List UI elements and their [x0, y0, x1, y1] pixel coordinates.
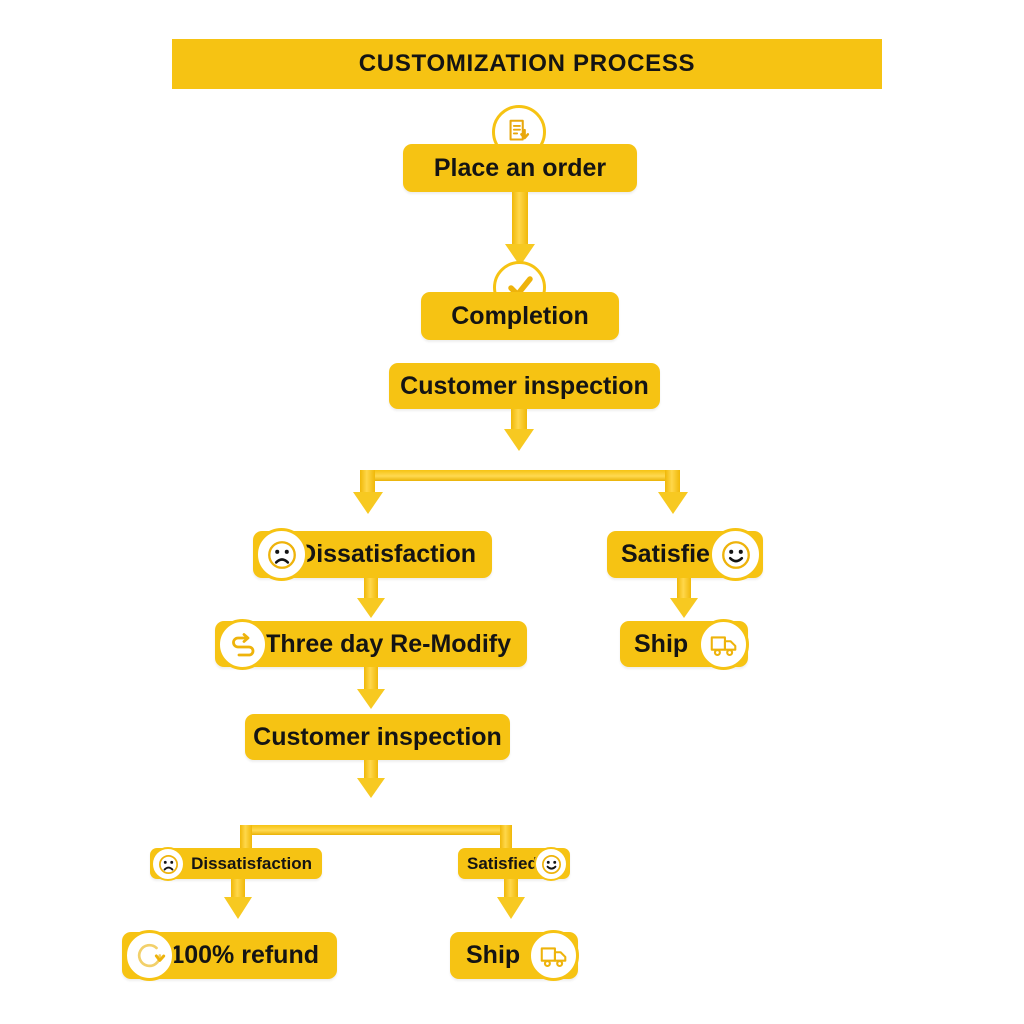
- node-customer-inspection-1[interactable]: Customer inspection: [389, 363, 660, 409]
- branch-bar-1: [360, 470, 680, 481]
- node-completion[interactable]: Completion: [421, 292, 619, 340]
- branch2-left-drop: [240, 825, 252, 854]
- node-label: Ship: [466, 941, 521, 969]
- node-label: Customer inspection: [400, 371, 649, 400]
- node-label: 100% refund: [170, 941, 319, 969]
- delivery-truck-icon: [528, 930, 579, 981]
- node-label: Dissatisfaction: [298, 540, 476, 568]
- node-label: Ship: [634, 629, 689, 658]
- node-label: Three day Re-Modify: [265, 629, 511, 658]
- connector-remodify-to-inspection2: [364, 667, 378, 691]
- page-title: CUSTOMIZATION PROCESS: [358, 50, 696, 77]
- node-place-an-order[interactable]: Place an order: [403, 144, 637, 192]
- node-label: Satisfied: [467, 854, 538, 873]
- branch1-left-drop: [360, 470, 375, 494]
- node-three-day-re-modify[interactable]: Three day Re-Modify: [215, 621, 527, 667]
- sad-face-icon: [151, 847, 185, 881]
- node-label: Completion: [451, 301, 589, 330]
- branch1-right-drop: [665, 470, 680, 494]
- connector-satisfied2-to-ship2: [504, 879, 518, 901]
- arrowhead-satisfied2-to-ship2: [497, 897, 525, 919]
- smiley-face-icon: [709, 528, 762, 581]
- connector-dissat2-to-refund: [231, 879, 245, 901]
- connector-inspection1-stem: [511, 409, 527, 431]
- connector-dissat1-to-remodify: [364, 578, 378, 600]
- arrowhead-dissat2-to-refund: [224, 897, 252, 919]
- connector-inspection2-stem: [364, 760, 378, 780]
- delivery-truck-icon: [698, 619, 749, 670]
- node-customer-inspection-2[interactable]: Customer inspection: [245, 714, 510, 760]
- sad-face-icon: [255, 528, 308, 581]
- arrowhead-dissat1-to-remodify: [357, 598, 385, 618]
- branch-bar-2: [240, 825, 512, 835]
- node-label: Place an order: [433, 153, 607, 182]
- arrowhead-branch1-right: [658, 492, 688, 514]
- node-label: Customer inspection: [253, 722, 502, 751]
- branch2-right-drop: [500, 825, 512, 854]
- arrowhead-branch1-left: [353, 492, 383, 514]
- page-title-banner: CUSTOMIZATION PROCESS: [172, 39, 882, 89]
- arrowhead-satisfied1-to-ship1: [670, 598, 698, 618]
- re-modify-arrow-icon: [217, 619, 268, 670]
- arrowhead-inspection2-stem: [357, 778, 385, 798]
- arrowhead-order-to-completion: [505, 244, 535, 266]
- connector-satisfied1-to-ship1: [677, 578, 691, 600]
- connector-order-to-completion: [512, 192, 528, 246]
- refund-circular-arrow-icon: [124, 930, 175, 981]
- smiley-face-icon: [534, 847, 568, 881]
- arrowhead-remodify-to-inspection2: [357, 689, 385, 709]
- node-label: Satisfied: [621, 540, 726, 568]
- arrowhead-inspection1-stem: [504, 429, 534, 451]
- node-label: Dissatisfaction: [191, 854, 312, 873]
